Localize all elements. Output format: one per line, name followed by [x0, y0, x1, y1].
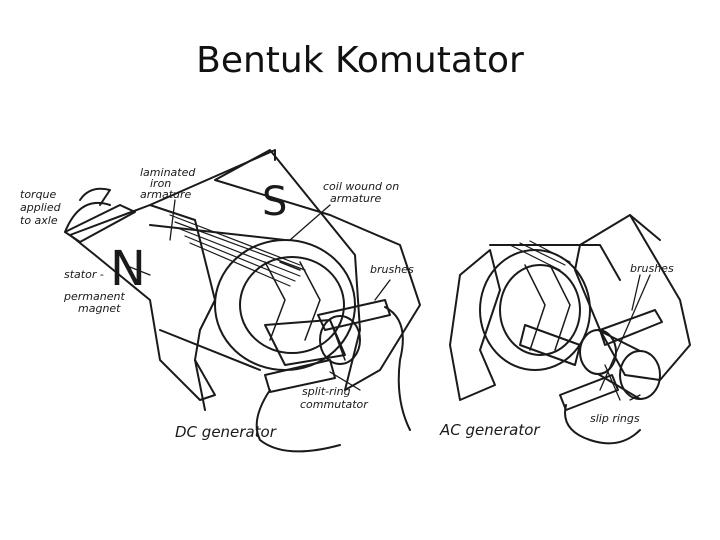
dc-labels: torque applied to axle laminated iron ar…: [20, 166, 414, 441]
label-dc-brushes: brushes: [370, 263, 414, 276]
ac-armature: [479, 249, 591, 371]
label-stator-line2: permanent: [63, 290, 125, 303]
label-laminated-line3: armature: [140, 188, 192, 201]
label-torque-line1: torque: [20, 188, 57, 201]
label-coil-line2: armature: [330, 192, 382, 205]
label-torque-line2: applied: [20, 201, 62, 214]
ac-labels: brushes slip rings AC generator: [439, 262, 674, 439]
slide-title: Bentuk Komutator: [196, 40, 524, 81]
label-stator-line3: magnet: [78, 302, 121, 315]
caption-dc-generator: DC generator: [175, 423, 277, 441]
label-laminated-line2: iron: [150, 177, 171, 190]
label-slip-rings: slip rings: [590, 412, 640, 425]
ac-brush-bottom: [559, 374, 619, 411]
pole-n-label: N: [110, 241, 146, 297]
label-split-ring-line1: split-ring: [302, 385, 351, 398]
dc-coil: [264, 261, 321, 341]
label-coil-line1: coil wound on: [323, 180, 399, 193]
label-pointers: [124, 199, 651, 401]
label-split-ring-line2: commutator: [300, 398, 369, 411]
dc-brush-top: [317, 299, 391, 331]
ac-shaft: [519, 324, 581, 366]
dc-generator: [64, 149, 421, 453]
label-ac-brushes: brushes: [630, 262, 674, 275]
ac-magnet-right: [574, 214, 691, 381]
caption-ac-generator: AC generator: [439, 421, 540, 439]
dc-shaft: [64, 204, 136, 243]
ac-generator: [449, 214, 691, 445]
dc-brush-bottom: [264, 359, 336, 393]
label-laminated-line1: laminated: [140, 166, 196, 179]
ac-brush-top: [599, 309, 663, 346]
pole-s-label: S: [262, 179, 287, 225]
label-torque-line3: to axle: [20, 214, 58, 227]
dc-magnet-south: [214, 149, 421, 391]
label-stator-line1: stator -: [64, 268, 104, 281]
ac-magnet-left: [449, 249, 501, 401]
ac-coil: [524, 264, 571, 351]
dc-magnet-north: [69, 204, 216, 401]
dc-commutator: [264, 319, 346, 366]
